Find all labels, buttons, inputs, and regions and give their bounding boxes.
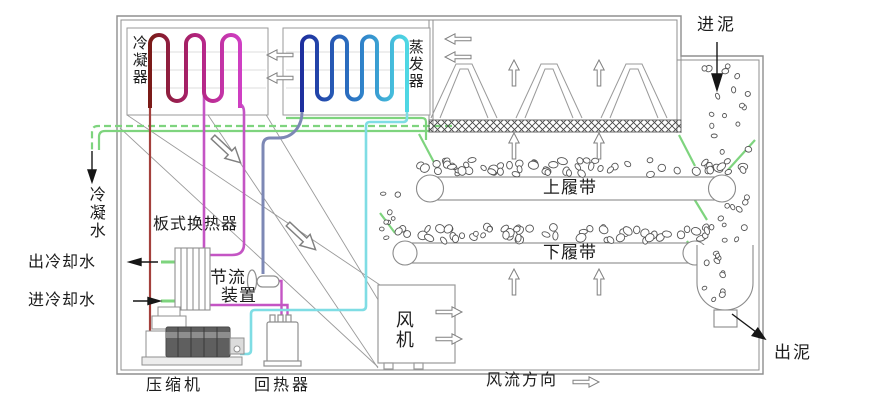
cooling-in-label: 进冷却水 [28,292,97,309]
condensate-label: 冷凝水 [86,186,104,240]
upper-belt-sludge [416,157,749,178]
cooling-out-arrow [126,257,158,267]
airflow-direction-label: 风流方向 [486,372,559,389]
compressor-label: 压缩机 [146,377,204,394]
airflow-arrow [508,268,520,296]
airflow-arrow [593,268,605,296]
airflow-arrow [444,51,472,63]
compressor [141,306,245,366]
airflow-arrow [593,59,605,87]
fan-label: 风机 [393,310,414,350]
sludge-in-arrow [711,42,723,93]
liquid-pipe-c [279,279,283,317]
plate-heat-exchanger [174,247,211,311]
upper-belt-label: 上履带 [543,178,597,197]
expansion-pipe [261,111,304,274]
sludge-out-arrow [731,313,767,341]
left-drop-sludge [379,191,402,240]
airflow-arrow [444,33,472,45]
fan-unit [377,284,456,370]
upper-belt [415,174,737,203]
lower-belt-sludge [394,222,715,245]
sludge-chute-pebbles [701,63,753,155]
airflow-arrow [508,59,520,87]
condenser-coil [148,33,242,108]
material-arrows [87,42,767,341]
plate-hx-label: 板式换热器 [153,216,239,233]
liquid-pipe-b [210,102,246,257]
throttle-label-1: 节流 [210,268,246,287]
lower-belt-left-roller [392,240,418,266]
upper-belt-left-roller [415,174,445,203]
airflow-arrow [508,132,520,160]
drying-tents [430,63,668,119]
evaporator-coil [300,34,409,112]
airflow-caption-arrow [572,376,600,388]
evaporator-label: 蒸发器 [406,39,423,90]
mesh-belt [428,119,682,133]
air-duct-walls [119,107,381,369]
sludge-in-label: 进泥 [697,15,737,34]
duct-flow-arrow [207,130,247,169]
upper-belt-right-roller [707,174,737,203]
suction-pipe [240,108,409,356]
cooling-in-arrow [133,296,163,306]
cooling-out-label: 出冷却水 [28,254,97,271]
condenser-label: 冷凝器 [130,35,147,86]
lower-belt-label: 下履带 [543,243,597,262]
regenerator-label: 回热器 [254,377,312,394]
throttle-label-2: 装置 [221,286,257,305]
duct-flow-arrow [282,217,322,256]
hopper-sludge [701,250,726,303]
airflow-arrow [593,132,605,160]
throttle-valve [246,269,280,293]
right-drop-sludge [717,194,750,243]
regenerator [263,314,302,367]
hopper-outlet [713,309,738,328]
condensate-drain-lines [90,116,756,303]
liquid-pipe-d [210,303,289,317]
condensate-arrow [87,151,97,185]
sludge-out-label: 出泥 [774,343,812,362]
